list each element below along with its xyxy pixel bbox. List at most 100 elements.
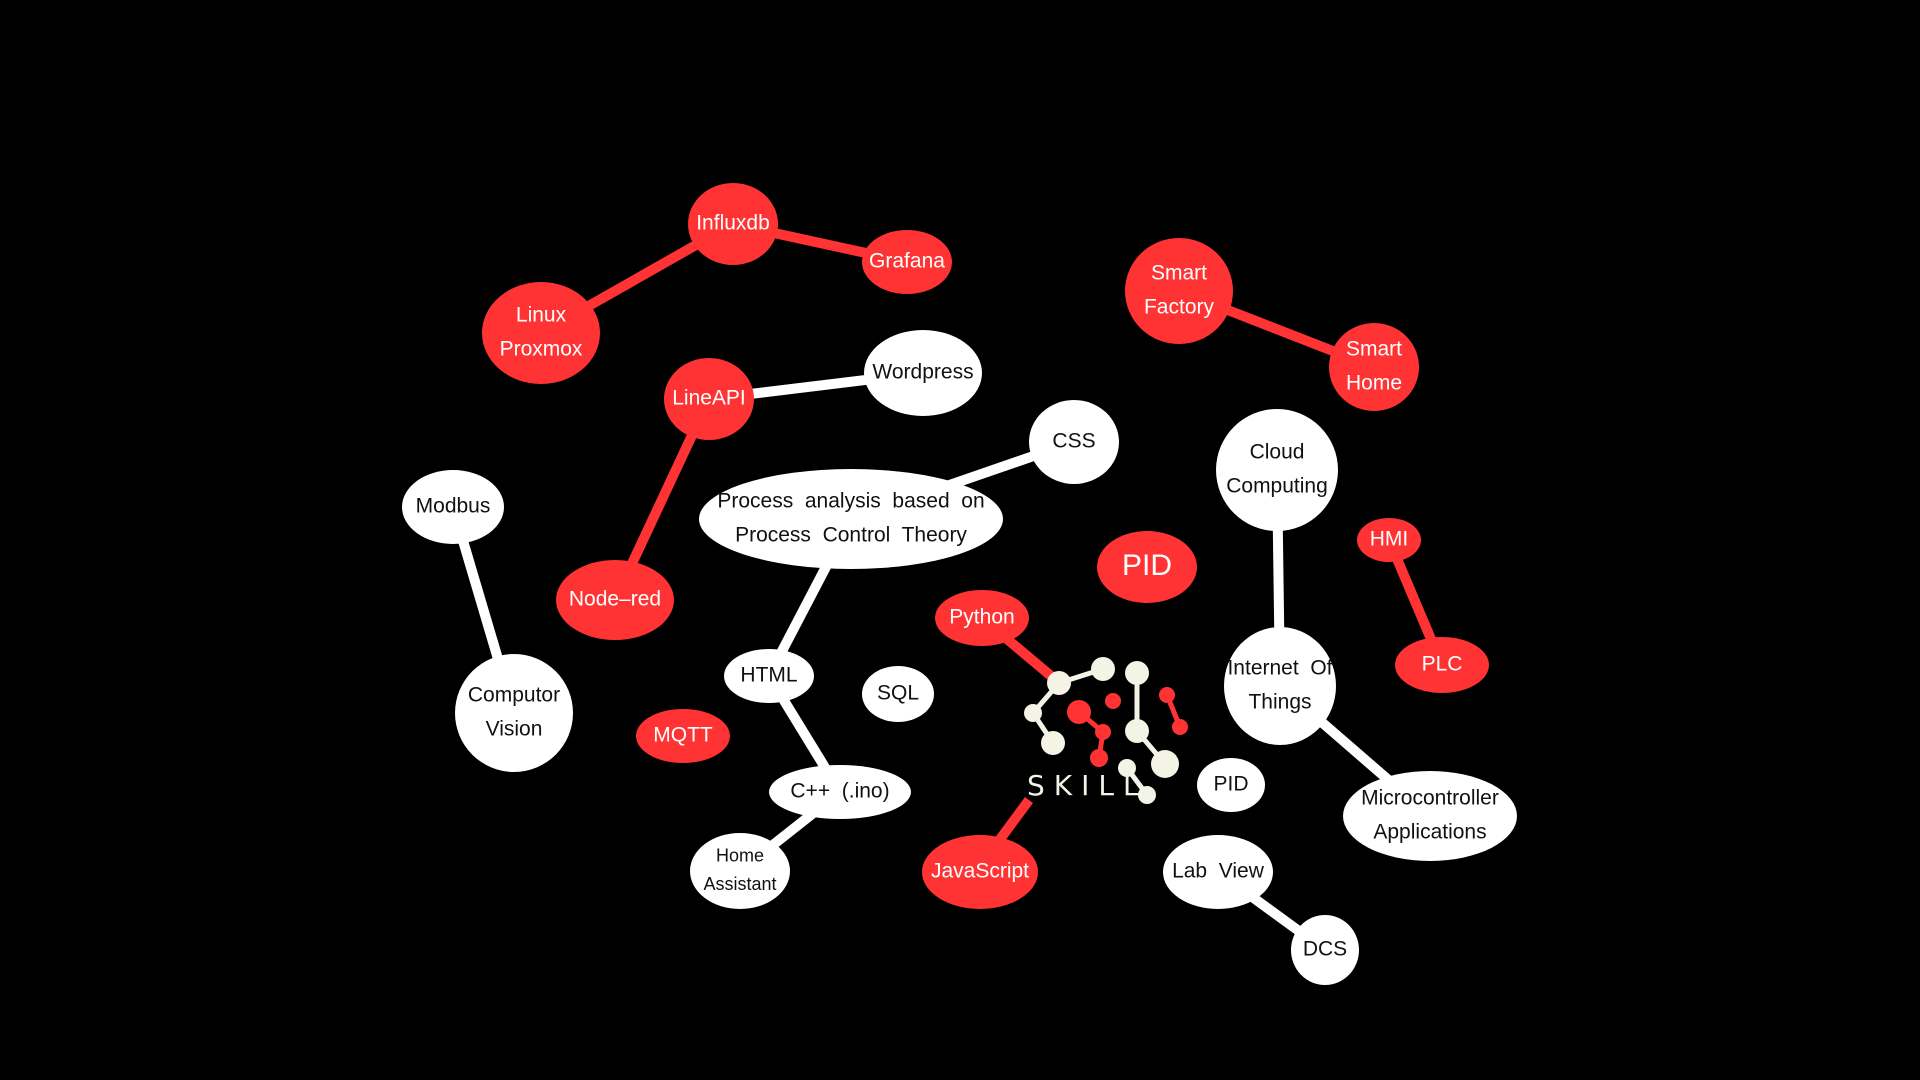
logo-dot [1067, 700, 1091, 724]
node-cpp: C++ (.ino) [769, 765, 911, 819]
node-bubble [636, 709, 730, 763]
node-node-red: Node–red [556, 560, 674, 640]
node-influxdb: Influxdb [688, 183, 778, 265]
skill-logo: SKILL [1024, 657, 1188, 804]
logo-dot [1172, 719, 1188, 735]
node-label: PLC [1422, 653, 1463, 676]
node-wordpress: Wordpress [864, 330, 982, 416]
node-dcs: DCS [1291, 915, 1359, 985]
node-label: Cloud [1250, 441, 1305, 464]
node-hmi: HMI [1357, 518, 1421, 562]
node-bubble [690, 833, 790, 909]
node-bubble [1357, 518, 1421, 562]
logo-dot [1125, 661, 1149, 685]
node-bubble [556, 560, 674, 640]
node-label: PID [1213, 773, 1248, 796]
logo-dot [1095, 724, 1111, 740]
node-bubble [864, 330, 982, 416]
logo-dot [1118, 759, 1136, 777]
logo-dot [1125, 719, 1149, 743]
node-label: Vision [486, 717, 543, 740]
node-bubble [1125, 238, 1233, 344]
node-python: Python [935, 590, 1029, 646]
logo-text: SKILL [1027, 769, 1148, 802]
logo-dot [1105, 693, 1121, 709]
node-lineapi: LineAPI [664, 358, 754, 440]
node-bubble [1343, 771, 1517, 861]
node-label: Microcontroller [1361, 787, 1499, 810]
node-css: CSS [1029, 400, 1119, 484]
node-label: Computing [1226, 474, 1328, 497]
node-iot: Internet Of Things [1224, 627, 1336, 745]
node-label: Smart [1151, 262, 1207, 285]
node-label: C++ (.ino) [790, 780, 889, 803]
node-label: HMI [1370, 528, 1409, 551]
node-label: LineAPI [672, 387, 746, 410]
node-pid-main: PID [1097, 531, 1197, 603]
node-label: Internet Of [1227, 657, 1332, 680]
node-label: SQL [877, 682, 919, 705]
node-modbus: Modbus [402, 470, 504, 544]
node-bubble [699, 469, 1003, 569]
logo-dot [1138, 786, 1156, 804]
node-bubble [1097, 531, 1197, 603]
node-label: Influxdb [696, 212, 770, 235]
logo-dot [1047, 671, 1071, 695]
logo-dot [1151, 750, 1179, 778]
node-label: MQTT [653, 724, 713, 747]
logo-dot [1090, 749, 1108, 767]
node-bubble [862, 230, 952, 294]
node-pid-small: PID [1197, 758, 1265, 812]
node-bubble [664, 358, 754, 440]
node-label: JavaScript [931, 860, 1029, 883]
node-label: Assistant [703, 874, 776, 894]
node-javascript: JavaScript [922, 835, 1038, 909]
node-label: Home [716, 845, 764, 865]
node-bubble [1224, 627, 1336, 745]
node-label: PID [1122, 549, 1172, 582]
node-bubble [1029, 400, 1119, 484]
node-label: Linux [516, 304, 567, 327]
node-bubble [769, 765, 911, 819]
node-process: Process analysis based on Process Control… [699, 469, 1003, 569]
node-bubble [455, 654, 573, 772]
node-label: Proxmox [500, 337, 583, 360]
node-label: Modbus [416, 495, 491, 518]
node-label: Smart [1346, 338, 1402, 361]
node-bubble [688, 183, 778, 265]
node-bubble [402, 470, 504, 544]
node-label: Applications [1373, 820, 1486, 843]
node-bubble [1163, 835, 1273, 909]
node-label: Home [1346, 371, 1402, 394]
node-label: Lab View [1172, 860, 1265, 883]
logo-dot [1041, 731, 1065, 755]
node-bubble [724, 649, 814, 703]
node-label: Node–red [569, 588, 661, 611]
node-grafana: Grafana [862, 230, 952, 294]
node-label: Process Control Theory [735, 523, 967, 546]
node-html: HTML [724, 649, 814, 703]
node-label: Factory [1144, 295, 1215, 318]
node-label: Things [1248, 690, 1311, 713]
node-bubble [482, 282, 600, 384]
node-bubble [1216, 409, 1338, 531]
node-label: Python [949, 606, 1014, 629]
node-label: Process analysis based on [717, 490, 984, 513]
node-label: Wordpress [872, 361, 973, 384]
node-label: Grafana [869, 250, 945, 273]
node-bubble [1395, 637, 1489, 693]
node-plc: PLC [1395, 637, 1489, 693]
node-label: DCS [1303, 938, 1347, 961]
node-bubble [1291, 915, 1359, 985]
node-bubble [922, 835, 1038, 909]
node-bubble [1197, 758, 1265, 812]
node-bubble [862, 666, 934, 722]
